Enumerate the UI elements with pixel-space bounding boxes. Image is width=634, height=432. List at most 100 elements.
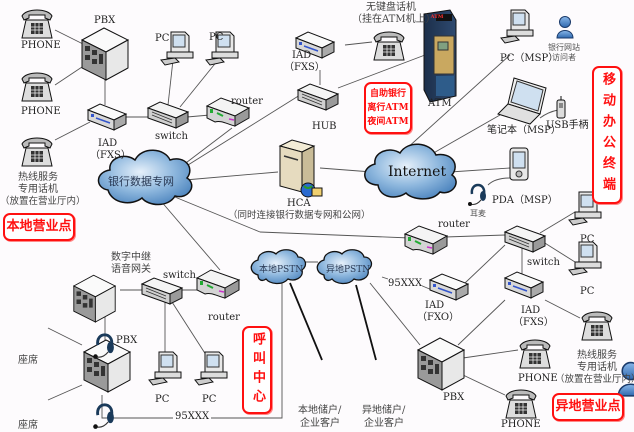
link-switch-iad-fxo bbox=[464, 244, 506, 284]
iad-fxo bbox=[429, 273, 469, 301]
atm-box-line-2: 离行ATM bbox=[367, 103, 409, 113]
label-gateway-1: 数字中继 bbox=[111, 252, 151, 263]
label-iad-local: IAD bbox=[98, 138, 118, 149]
link-iad-phone bbox=[344, 41, 373, 46]
mobile-office-text: 移动办公终端 bbox=[600, 72, 615, 198]
pc-call-center-2 bbox=[194, 351, 228, 386]
link-banknet-hub bbox=[179, 94, 301, 171]
link-router-switch bbox=[444, 234, 506, 238]
pda-device bbox=[509, 147, 529, 181]
label-switch-local: switch bbox=[155, 131, 188, 142]
region-mobile-office: 移动办公终端 bbox=[592, 66, 622, 204]
link-phone2-pbx bbox=[54, 64, 86, 86]
label-laptop: 笔记本（MSP） bbox=[487, 125, 561, 136]
label-iad-fxs-remote-mode: （FXS） bbox=[513, 317, 554, 328]
label-95xxx-cc: 95XXX bbox=[173, 411, 212, 423]
label-iad-fxo: IAD bbox=[425, 300, 445, 311]
label-iad-fxo-mode: （FXO） bbox=[417, 312, 460, 323]
link-remotepstn-pbx bbox=[369, 282, 421, 346]
cloud-remote-pstn bbox=[316, 249, 373, 285]
label-phone-local-1: PHONE bbox=[21, 40, 61, 51]
label-router-cc: router bbox=[208, 312, 240, 323]
label-iad-atm: IAD bbox=[292, 50, 312, 61]
headset-seat-2 bbox=[91, 403, 116, 431]
cloud-internet bbox=[364, 143, 457, 200]
router-local bbox=[205, 97, 251, 127]
label-pda: PDA（MSP） bbox=[492, 195, 558, 206]
label-pc-remote-1: PC bbox=[580, 234, 595, 245]
link-localpstn-customer bbox=[289, 282, 323, 361]
region-atm-box: 自助银行 离行ATM 夜间ATM bbox=[364, 82, 412, 134]
phone-local-2 bbox=[21, 72, 53, 102]
pbx-local bbox=[80, 27, 130, 81]
label-switch-cc: switch bbox=[163, 270, 196, 281]
cloud-label-local-pstn: 本地PSTN bbox=[259, 265, 304, 275]
link-pbx-phone2 bbox=[462, 374, 506, 396]
link-seat1-pbx bbox=[47, 327, 83, 346]
atm-box-line-3: 夜间ATM bbox=[367, 117, 409, 127]
label-local-customer-2: 企业客户 bbox=[300, 418, 340, 429]
label-hotline-remote-2: 专用话机 bbox=[577, 362, 617, 373]
pc-remote-2 bbox=[568, 241, 602, 276]
link-hca-internet bbox=[319, 167, 373, 173]
label-remote-customer-1: 异地储户/ bbox=[362, 405, 406, 416]
pbx-call-center bbox=[83, 339, 131, 393]
label-95xxx-remote: 95XXX bbox=[388, 278, 423, 290]
phone-remote-1 bbox=[519, 339, 551, 369]
cloud-label-bank-network: 银行数据专网 bbox=[108, 175, 174, 188]
link-iadfxs-hotline bbox=[544, 299, 581, 319]
pc-call-center-1 bbox=[148, 351, 182, 386]
atm-machine bbox=[423, 9, 457, 103]
label-local-customer-1: 本地储户/ bbox=[298, 405, 342, 416]
switch-remote bbox=[504, 225, 546, 253]
link-internet-pc bbox=[404, 54, 511, 151]
person-visitor bbox=[556, 16, 574, 39]
link-remotepstn-customer bbox=[355, 284, 377, 361]
atm-screen-text: ATM bbox=[430, 14, 444, 20]
headset-pda bbox=[468, 183, 486, 206]
label-phone-local-2: PHONE bbox=[21, 106, 61, 117]
switch-local bbox=[146, 101, 190, 129]
label-remote-customer-2: 企业客户 bbox=[364, 418, 404, 429]
label-iad-atm-mode: （FXS） bbox=[284, 62, 325, 73]
cloud-label-remote-pstn: 异地PSTN bbox=[326, 265, 371, 275]
label-pbx-remote: PBX bbox=[443, 392, 465, 403]
label-visitor-1: 银行网站 bbox=[548, 43, 580, 52]
label-seat-2: 座席 bbox=[18, 420, 38, 431]
phone-remote-2 bbox=[505, 389, 537, 419]
link-pbx-phone1 bbox=[462, 349, 519, 359]
link-hotline-iad bbox=[54, 121, 91, 141]
customer-lines bbox=[289, 282, 377, 361]
label-hca: HCA bbox=[287, 198, 311, 209]
label-pc-local-2: PC bbox=[209, 32, 224, 43]
link-switch-router bbox=[186, 114, 211, 118]
region-remote-branch: 异地营业点 bbox=[552, 393, 624, 421]
link-iadfxs-pbx bbox=[457, 299, 506, 346]
usb-handset bbox=[556, 96, 566, 119]
router-call-center bbox=[196, 269, 240, 299]
pbx-remote bbox=[417, 337, 465, 391]
link-switch-pc2-cc bbox=[171, 301, 209, 359]
label-phone-remote-1: PHONE bbox=[518, 373, 558, 384]
label-pbx-local: PBX bbox=[94, 15, 116, 26]
link-remotepstn-95xxx bbox=[381, 276, 389, 280]
region-call-center: 呼叫中心 bbox=[242, 326, 272, 414]
label-pc-cc-2: PC bbox=[202, 394, 217, 405]
link-to-remote-router bbox=[259, 231, 411, 239]
label-hotline-local-3: （放置在营业厅内） bbox=[0, 196, 86, 207]
cloud-bank-network bbox=[97, 149, 193, 206]
hub-atm bbox=[297, 83, 339, 111]
label-iad-fxs-remote: IAD bbox=[521, 305, 541, 316]
hca-server bbox=[278, 139, 323, 198]
link-banknet-router-remote bbox=[169, 194, 261, 233]
link-seat2-pbx bbox=[47, 384, 83, 401]
link-hub-atm bbox=[337, 54, 426, 89]
link-banknet-callcenter-router bbox=[159, 199, 221, 271]
iad-local bbox=[86, 103, 128, 131]
label-pbx-cc: PBX bbox=[116, 335, 138, 346]
label-hotline-local-2: 专用话机 bbox=[18, 184, 58, 195]
label-switch-remote: switch bbox=[527, 257, 560, 268]
label-seat-1: 座席 bbox=[18, 355, 38, 366]
phone-atm bbox=[373, 31, 405, 61]
